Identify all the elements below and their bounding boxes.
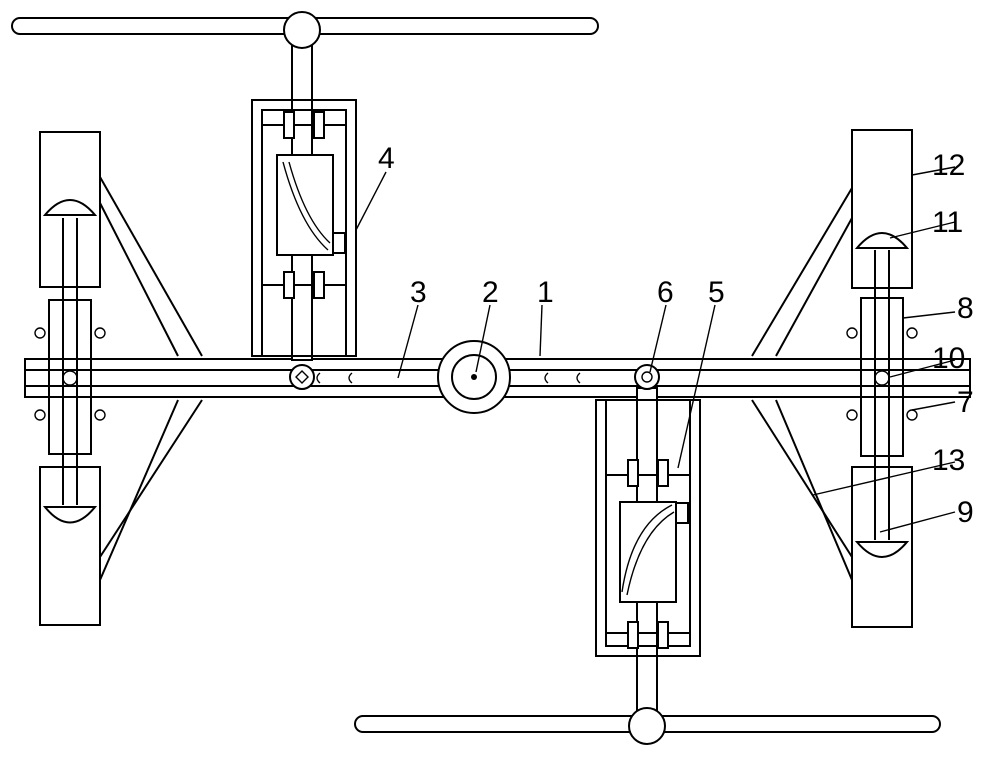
label-3: 3 xyxy=(410,276,427,309)
label-12: 12 xyxy=(932,149,965,182)
label-10: 10 xyxy=(932,342,965,375)
lower-propeller-mount xyxy=(354,364,941,745)
leader-lines xyxy=(355,166,956,533)
label-7: 7 xyxy=(957,386,974,419)
left-wheel-assembly xyxy=(34,131,203,626)
label-6: 6 xyxy=(657,276,674,309)
label-11: 11 xyxy=(932,206,963,239)
part-labels: 1 2 3 4 5 6 7 8 9 10 11 12 13 xyxy=(378,142,974,529)
label-4: 4 xyxy=(378,142,395,175)
label-2: 2 xyxy=(482,276,499,309)
label-5: 5 xyxy=(708,276,725,309)
right-wheel-assembly xyxy=(751,129,918,628)
central-hub xyxy=(437,340,511,414)
label-8: 8 xyxy=(957,292,974,325)
label-9: 9 xyxy=(957,496,974,529)
label-1: 1 xyxy=(537,276,554,309)
upper-propeller-mount xyxy=(11,11,599,390)
label-13: 13 xyxy=(932,444,965,477)
